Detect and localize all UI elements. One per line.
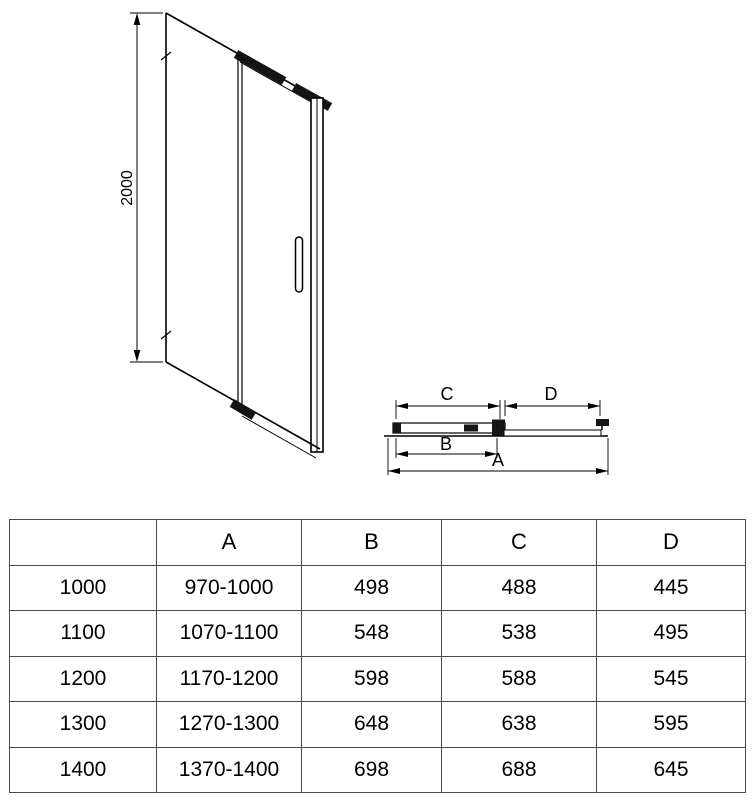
height-dimension bbox=[130, 12, 163, 363]
plan-fixed-panel bbox=[503, 429, 602, 437]
cell-d: 495 bbox=[596, 610, 746, 657]
cell-size: 1200 bbox=[9, 655, 157, 702]
size-spec-table: A B C D 1000 970-1000 498 488 445 1100 1… bbox=[9, 519, 746, 793]
cell-b: 498 bbox=[301, 564, 442, 611]
header-cell-b: B bbox=[301, 519, 442, 566]
cell-a: 1070-1100 bbox=[156, 610, 302, 657]
dimension-d bbox=[504, 400, 601, 416]
shower-door-diagram-svg: 2000 bbox=[119, 12, 609, 475]
cell-size: 1400 bbox=[9, 746, 157, 793]
cell-c: 488 bbox=[441, 564, 597, 611]
roller-carriage-top-left bbox=[233, 50, 287, 85]
technical-drawing: 2000 bbox=[119, 12, 609, 475]
arrowhead-down-icon bbox=[133, 350, 141, 362]
roller-carriage-bottom bbox=[229, 399, 257, 420]
door-handle bbox=[294, 236, 304, 293]
dimension-b bbox=[395, 438, 498, 458]
dimension-d-label: D bbox=[545, 384, 558, 404]
plan-roller-block bbox=[464, 424, 478, 432]
cell-d: 595 bbox=[596, 701, 746, 748]
table-row: 1000 970-1000 498 488 445 bbox=[9, 564, 746, 611]
cell-a: 1370-1400 bbox=[156, 746, 302, 793]
dimension-a bbox=[387, 438, 609, 475]
plan-end-cap-left bbox=[393, 423, 401, 433]
header-cell-blank bbox=[9, 519, 157, 566]
header-cell-c: C bbox=[441, 519, 597, 566]
cell-d: 545 bbox=[596, 655, 746, 702]
table-header-row: A B C D bbox=[9, 519, 746, 566]
cell-size: 1000 bbox=[9, 564, 157, 611]
cell-c: 638 bbox=[441, 701, 597, 748]
cell-a: 1270-1300 bbox=[156, 701, 302, 748]
cell-c: 538 bbox=[441, 610, 597, 657]
plan-door-profile bbox=[392, 422, 506, 434]
bracket-tick-bottom bbox=[160, 330, 172, 340]
plan-interlock-block bbox=[492, 419, 505, 436]
height-dimension-label: 2000 bbox=[119, 170, 136, 206]
cell-b: 698 bbox=[301, 746, 442, 793]
dimension-a-label: A bbox=[492, 450, 504, 470]
table-row: 1200 1170-1200 598 588 545 bbox=[9, 655, 746, 702]
plan-view bbox=[384, 400, 609, 475]
cell-d: 445 bbox=[596, 564, 746, 611]
top-rail-inner bbox=[239, 61, 321, 108]
table-row: 1300 1270-1300 648 638 595 bbox=[9, 701, 746, 748]
header-cell-a: A bbox=[156, 519, 302, 566]
table-row: 1400 1370-1400 698 688 645 bbox=[9, 746, 746, 793]
cell-size: 1300 bbox=[9, 701, 157, 748]
front-view bbox=[130, 12, 333, 459]
dimension-c bbox=[395, 400, 501, 419]
bracket-tick-top bbox=[160, 51, 172, 61]
plan-wall-bracket bbox=[596, 419, 609, 426]
table-row: 1100 1070-1100 548 538 495 bbox=[9, 610, 746, 657]
bottom-rail-inner bbox=[241, 415, 317, 459]
cell-c: 688 bbox=[441, 746, 597, 793]
dimension-c-label: C bbox=[441, 384, 454, 404]
roller-carriage-top-right bbox=[291, 83, 333, 111]
dimension-b-label: B bbox=[440, 434, 452, 454]
cell-b: 598 bbox=[301, 655, 442, 702]
arrowhead-up-icon bbox=[133, 13, 141, 25]
cell-a: 1170-1200 bbox=[156, 655, 302, 702]
header-cell-d: D bbox=[596, 519, 746, 566]
cell-size: 1100 bbox=[9, 610, 157, 657]
cell-b: 548 bbox=[301, 610, 442, 657]
cell-a: 970-1000 bbox=[156, 564, 302, 611]
cell-d: 645 bbox=[596, 746, 746, 793]
cell-b: 648 bbox=[301, 701, 442, 748]
cell-c: 588 bbox=[441, 655, 597, 702]
